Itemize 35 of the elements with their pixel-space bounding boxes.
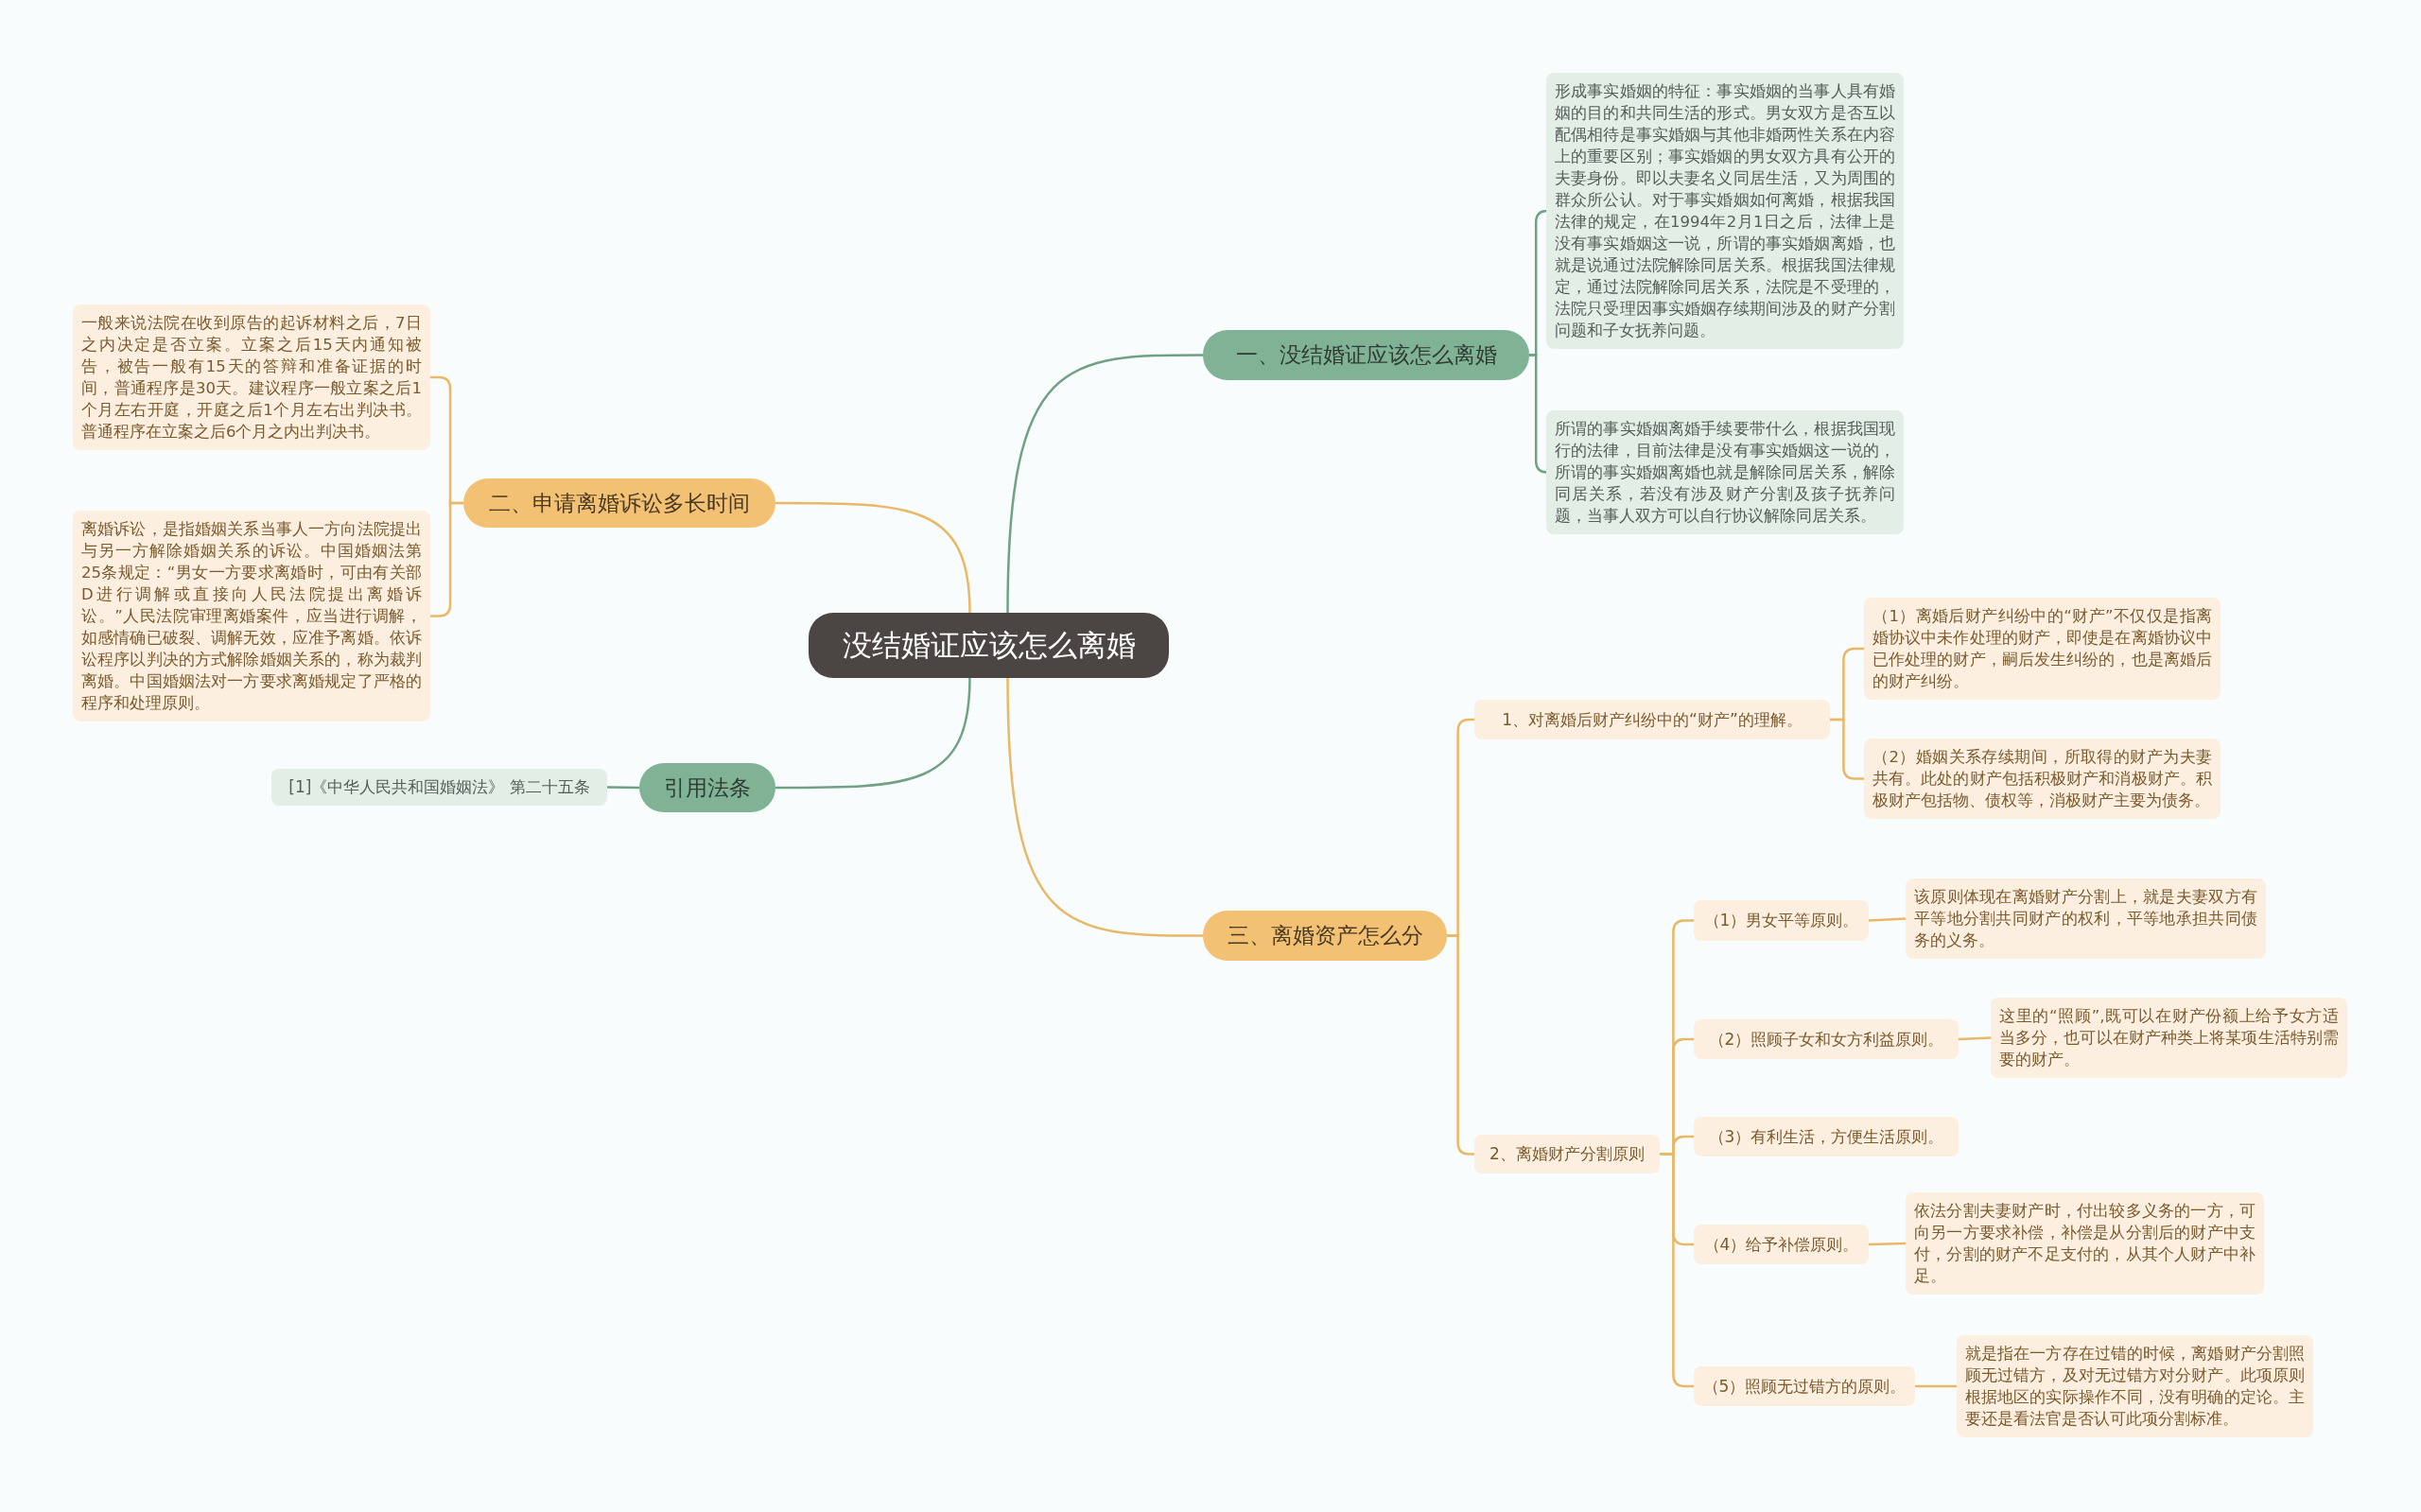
note-box: （2）婚姻关系存续期间，所取得的财产为夫妻共有。此处的财产包括积极财产和消极财产。积极财产包括物、债权等，消极财产主要为债务。 [1864, 739, 2221, 819]
note-box: 形成事实婚姻的特征：事实婚姻的当事人具有婚姻的目的和共同生活的形式。男女双方是否互以配偶相待是事实婚姻与其他非婚两性关系在内容上的重要区别；事实婚姻的男女双方具有公开的夫妻身份。即以夫妻名义同居生活，又为周围的群众所公认。对于事实婚姻如何离婚，根据我国法律的规定，在1994年2月1日之后，法律上是没有事实婚姻这一说，所谓的事实婚姻离婚，也就是说通过法院解除同居关系。根据我国法律规定，通过法院解除同居关系，法院是不受理的，法院只受理因事实婚姻存续期间涉及的财产分割问题和子女抚养问题。 [1546, 73, 1904, 349]
root-topic: 没结婚证应该怎么离婚 [809, 613, 1169, 678]
connector-line [1958, 1036, 1992, 1041]
branch-topic: 引用法条 [639, 763, 775, 812]
connector-line [775, 677, 971, 790]
connector-line [1660, 1153, 1694, 1388]
note-box: 这里的“照顾”,既可以在财产份额上给予女方适当多分，也可以在财产种类上将某项生活特别需要的财产。 [1991, 998, 2347, 1078]
note-box: 一般来说法院在收到原告的起诉材料之后，7日之内决定是否立案。立案之后15天内通知被告，被告一般有15天的答辩和准备证据的时间，普通程序是30天。建议程序一般立案之后1个月左右开庭，开庭之后1个月左右出判决书。普通程序在立案之后6个月之内出判决书。 [73, 304, 430, 450]
subtopic-box: （3）有利生活，方便生活原则。 [1694, 1117, 1959, 1156]
subtopic-box: 1、对离婚后财产纠纷中的“财产”的理解。 [1474, 700, 1830, 739]
subtopic-box: （4）给予补偿原则。 [1694, 1225, 1869, 1264]
connector-line [1868, 917, 1907, 922]
branch-topic: 一、没结婚证应该怎么离婚 [1203, 330, 1529, 380]
connector-line [1006, 677, 1203, 937]
connector-line [1868, 1242, 1907, 1246]
note-box: （1）离婚后财产纠纷中的“财产”不仅仅是指离婚协议中未作处理的财产，即使是在离婚协议中已作处理的财产，嗣后发生纠纷的，也是离婚后的财产纠纷。 [1864, 598, 2221, 700]
connector-line [775, 501, 971, 614]
citation-box: [1]《中华人民共和国婚姻法》 第二十五条 [271, 769, 607, 806]
connector-line [430, 501, 463, 617]
note-box: 就是指在一方存在过错的时候，离婚财产分割照顾无过错方，及对无过错方对分财产。此项原则根据地区的实际操作不同，没有明确的定论。主要还是看法官是否认可此项分割标准。 [1957, 1335, 2313, 1437]
note-box: 依法分割夫妻财产时，付出较多义务的一方，可向另一方要求补偿，补偿是从分割后的财产中支付，分割的财产不足支付的，从其个人财产中补足。 [1906, 1192, 2264, 1295]
subtopic-box: （1）男女平等原则。 [1694, 900, 1869, 941]
connector-line [607, 786, 639, 790]
connector-line [1915, 1384, 1957, 1388]
note-box: 所谓的事实婚姻离婚手续要带什么，根据我国现行的法律，目前法律是没有事实婚姻这一说的，所谓的事实婚姻离婚也就是解除同居关系，解除同居关系，若没有涉及财产分割及孩子抚养问题，当事人双方可以自行协议解除同居关系。 [1546, 410, 1904, 534]
subtopic-box: （2）照顾子女和女方利益原则。 [1694, 1019, 1959, 1059]
note-box: 该原则体现在离婚财产分割上，就是夫妻双方有平等地分割共同财产的权利，平等地承担共同债务的义务。 [1906, 878, 2266, 959]
branch-topic: 三、离婚资产怎么分 [1203, 911, 1447, 961]
subtopic-box: （5）照顾无过错方的原则。 [1694, 1366, 1915, 1406]
connector-line [1830, 718, 1864, 780]
branch-topic: 二、申请离婚诉讼多长时间 [463, 478, 775, 528]
connector-line [1006, 354, 1203, 614]
subtopic-box: 2、离婚财产分割原则 [1474, 1135, 1660, 1173]
note-box: 离婚诉讼，是指婚姻关系当事人一方向法院提出与另一方解除婚姻关系的诉讼。中国婚姻法第25条规定：“男女一方要求离婚时，可由有关部D进行调解或直接向人民法院提出离婚诉讼。”人民法院审理离婚案件，应当进行调解，如感情确已破裂、调解无效，应准予离婚。依诉讼程序以判决的方式解除婚姻关系的，称为裁判离婚。中国婚姻法对一方要求离婚规定了严格的程序和处理原则。 [73, 511, 430, 721]
